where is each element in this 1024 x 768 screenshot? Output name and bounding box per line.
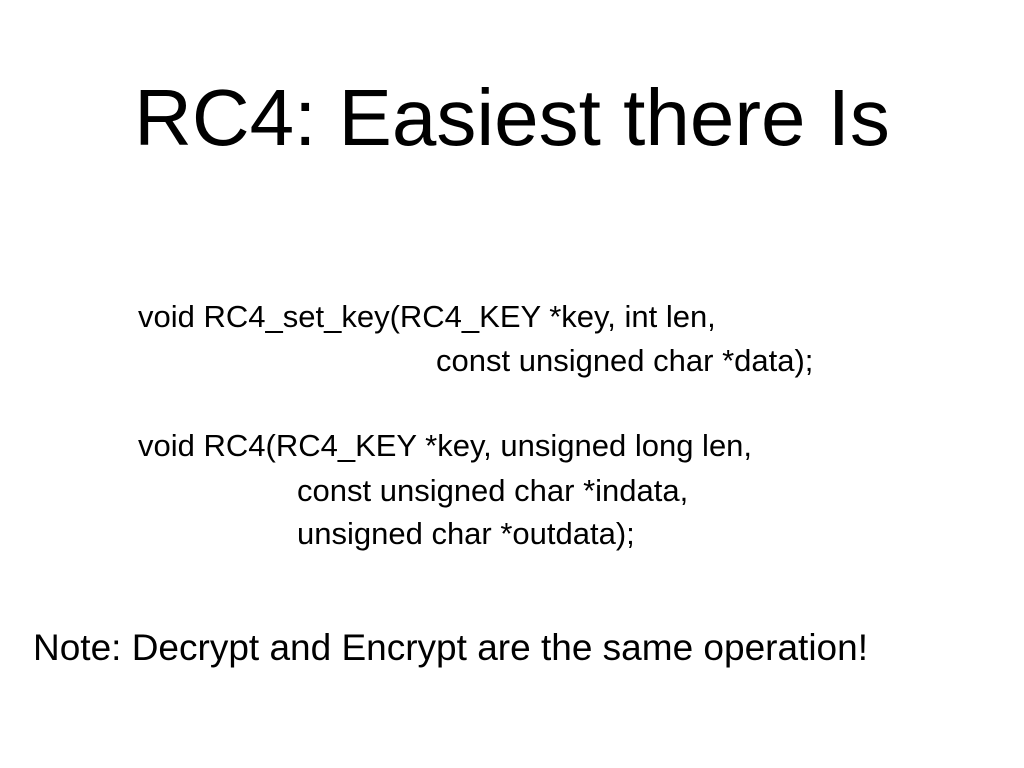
- rc4-declaration-line-1: void RC4(RC4_KEY *key, unsigned long len…: [138, 428, 753, 463]
- slide-title: RC4: Easiest there Is: [134, 73, 890, 162]
- rc4-declaration-line-2: const unsigned char *indata,: [297, 473, 689, 508]
- slide-note: Note: Decrypt and Encrypt are the same o…: [33, 627, 868, 668]
- rc4-declaration-line-3: unsigned char *outdata);: [297, 516, 635, 551]
- set-key-declaration-line-2: const unsigned char *data);: [436, 343, 814, 378]
- set-key-declaration-line-1: void RC4_set_key(RC4_KEY *key, int len,: [138, 299, 716, 334]
